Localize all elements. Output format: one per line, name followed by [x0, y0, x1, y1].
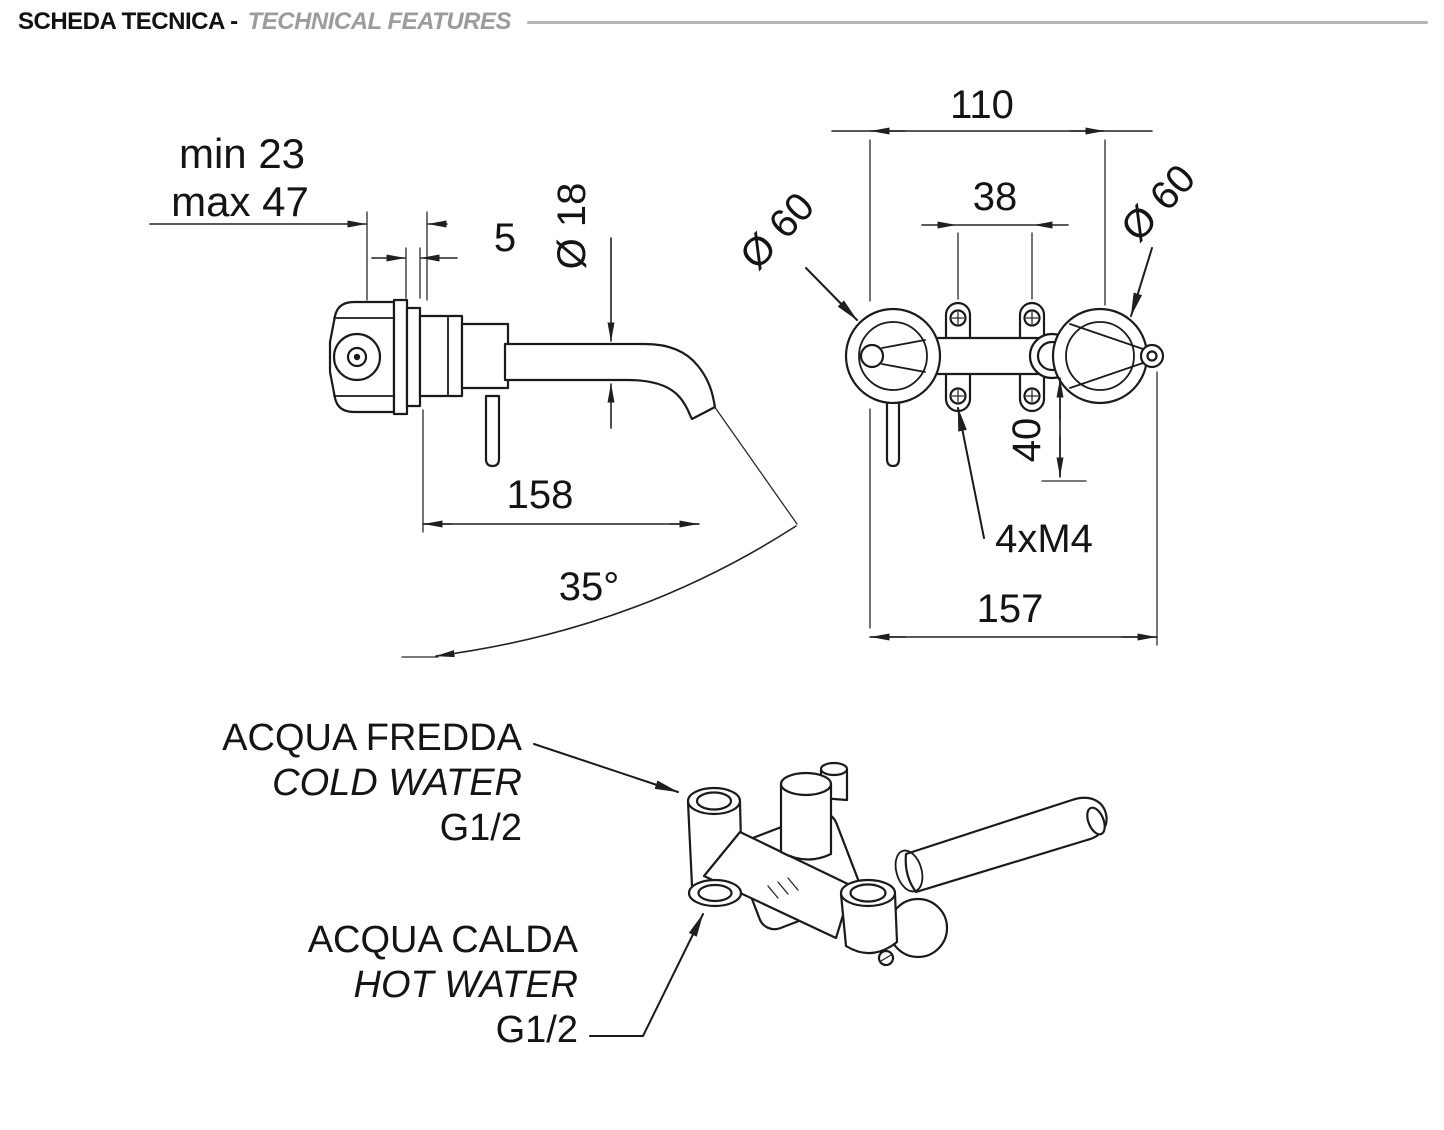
side-view	[328, 298, 717, 468]
dim-spout-diameter: Ø 18	[550, 183, 594, 270]
dim-vertical-offset: 40	[1005, 418, 1049, 463]
perspective-view	[686, 761, 1108, 967]
wall-plate-front	[392, 298, 409, 416]
dim-spout-length: 158	[507, 473, 574, 517]
header-subtitle: TECHNICAL FEATURES	[247, 8, 512, 35]
dim-overall-width: 157	[977, 587, 1044, 631]
dim-rosette-diameter-left: Ø 60	[732, 184, 823, 277]
body-tube	[702, 830, 854, 940]
dim-centers-distance: 110	[950, 83, 1014, 127]
lever-rod-front	[885, 394, 901, 468]
dim-plate-thickness: 5	[494, 216, 516, 260]
rosette-right	[1051, 307, 1149, 405]
mount-rosette-3d	[887, 897, 949, 959]
hot-water-label-en: HOT WATER	[354, 964, 578, 1006]
connection-labels: ACQUA FREDDA COLD WATER G1/2 ACQUA CALDA…	[222, 717, 704, 1051]
front-view	[844, 301, 1165, 468]
dim-rosette-diameter-right: Ø 60	[1113, 156, 1204, 249]
dim-wall-depth-max: max 47	[171, 178, 309, 225]
cold-water-thread: G1/2	[440, 807, 522, 849]
header-rule	[527, 20, 1428, 24]
spout-3d	[904, 796, 1108, 894]
dim-screws: 4xM4	[995, 517, 1093, 561]
hot-water-label-it: ACQUA CALDA	[308, 919, 579, 961]
header-title: SCHEDA TECNICA -	[18, 8, 238, 35]
dim-spout-angle: 35°	[559, 565, 620, 609]
spout-profile	[503, 342, 717, 421]
wall-plate-back	[405, 306, 422, 408]
cold-water-label-en: COLD WATER	[272, 762, 522, 804]
cartridge	[779, 782, 833, 861]
mount-screws	[949, 309, 1041, 405]
hot-water-thread: G1/2	[496, 1009, 578, 1051]
side-dimensions: min 23 max 47 5 Ø 18 158 35°	[149, 130, 798, 658]
dim-wall-depth-min: min 23	[179, 130, 305, 177]
lever-rod-side	[484, 394, 501, 468]
spout-opening	[1086, 806, 1106, 836]
spout-base	[460, 322, 510, 390]
page-header: SCHEDA TECNICA - TECHNICAL FEATURES	[18, 8, 1428, 36]
valve-body	[418, 314, 464, 398]
dim-screw-spacing: 38	[973, 175, 1018, 219]
cold-water-label-it: ACQUA FREDDA	[222, 717, 522, 759]
outlet-tube	[839, 892, 899, 955]
